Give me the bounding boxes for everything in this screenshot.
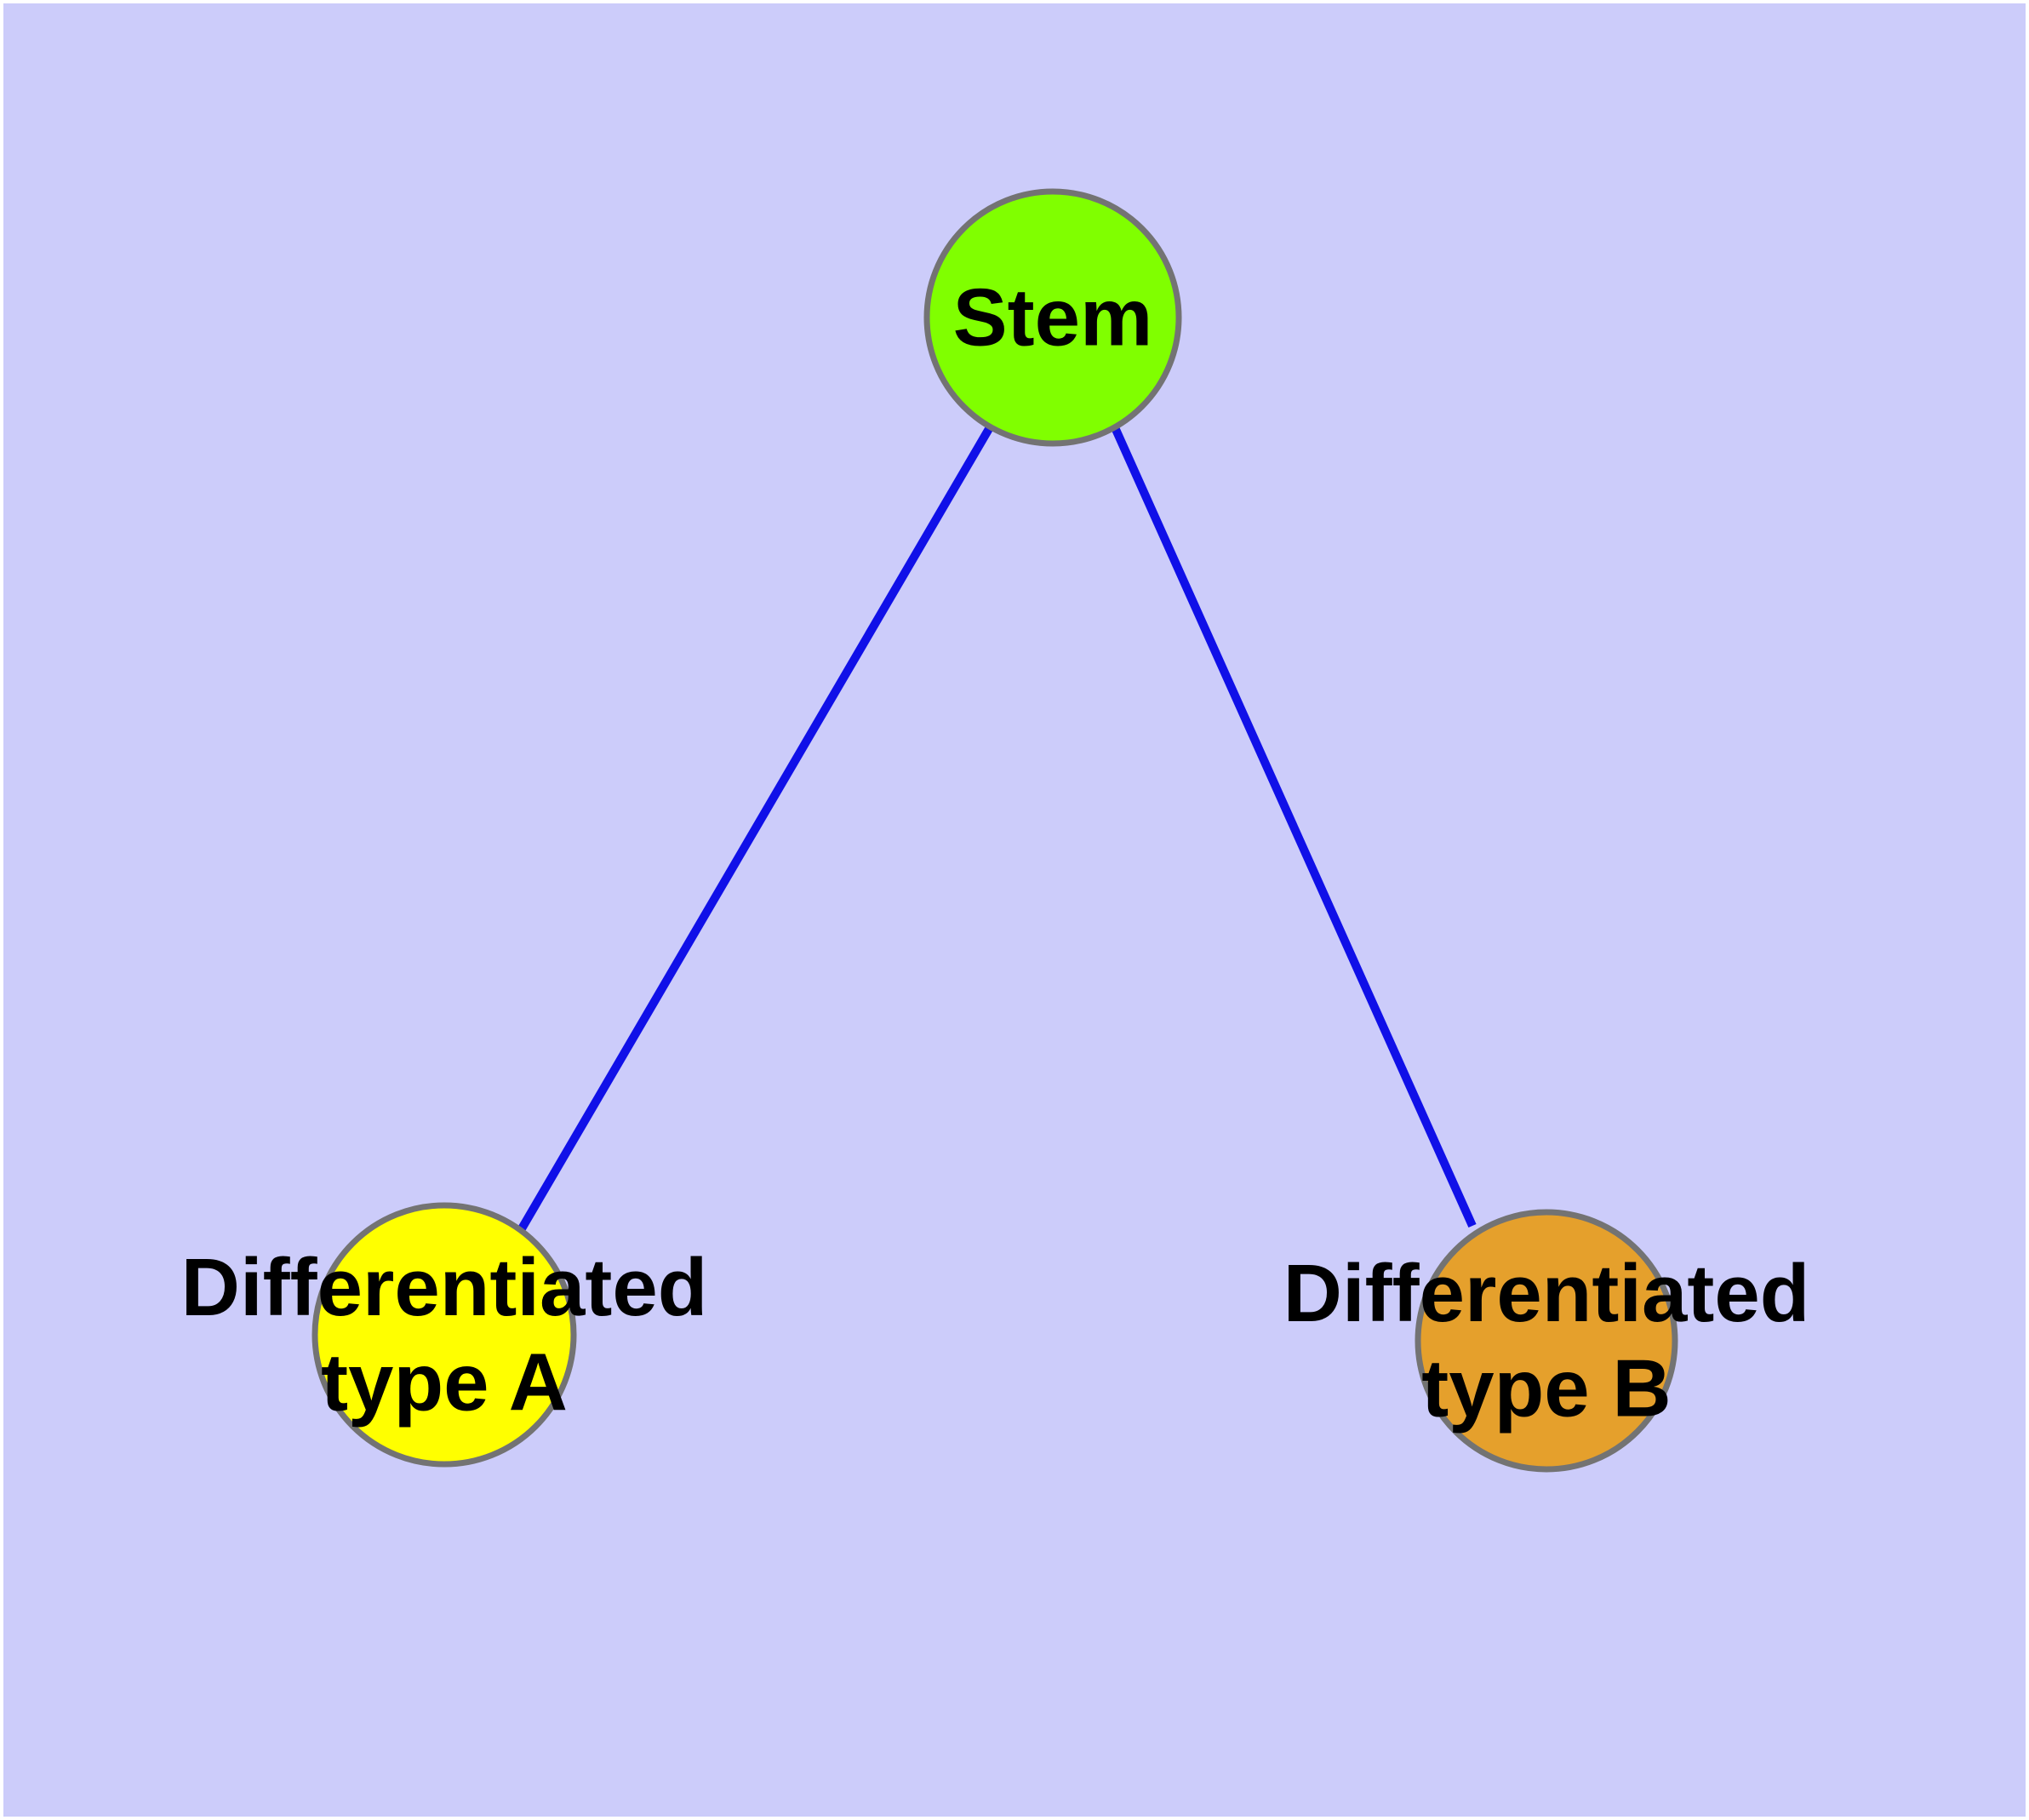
graph-node-diff_a[interactable] [311, 1202, 577, 1468]
graph-node-label-line: Stem [953, 272, 1153, 363]
graph-node-label-line: Differentiated [1283, 1248, 1810, 1339]
edges-group [517, 423, 1477, 1233]
nodes-group [311, 188, 1678, 1473]
graph-edge-stem-to-diff-b [1110, 423, 1477, 1228]
graph-node-label-line: Differentiated [181, 1242, 708, 1333]
graph-node-label-line: type A [321, 1336, 568, 1428]
graph-edge-stem-to-diff-a [517, 425, 994, 1233]
graph-node-stem[interactable] [923, 188, 1182, 447]
graph-node-label-stem: Stem [953, 272, 1153, 363]
graph-node-diff_b[interactable] [1415, 1209, 1678, 1473]
graph-node-label-line: type B [1421, 1342, 1671, 1434]
